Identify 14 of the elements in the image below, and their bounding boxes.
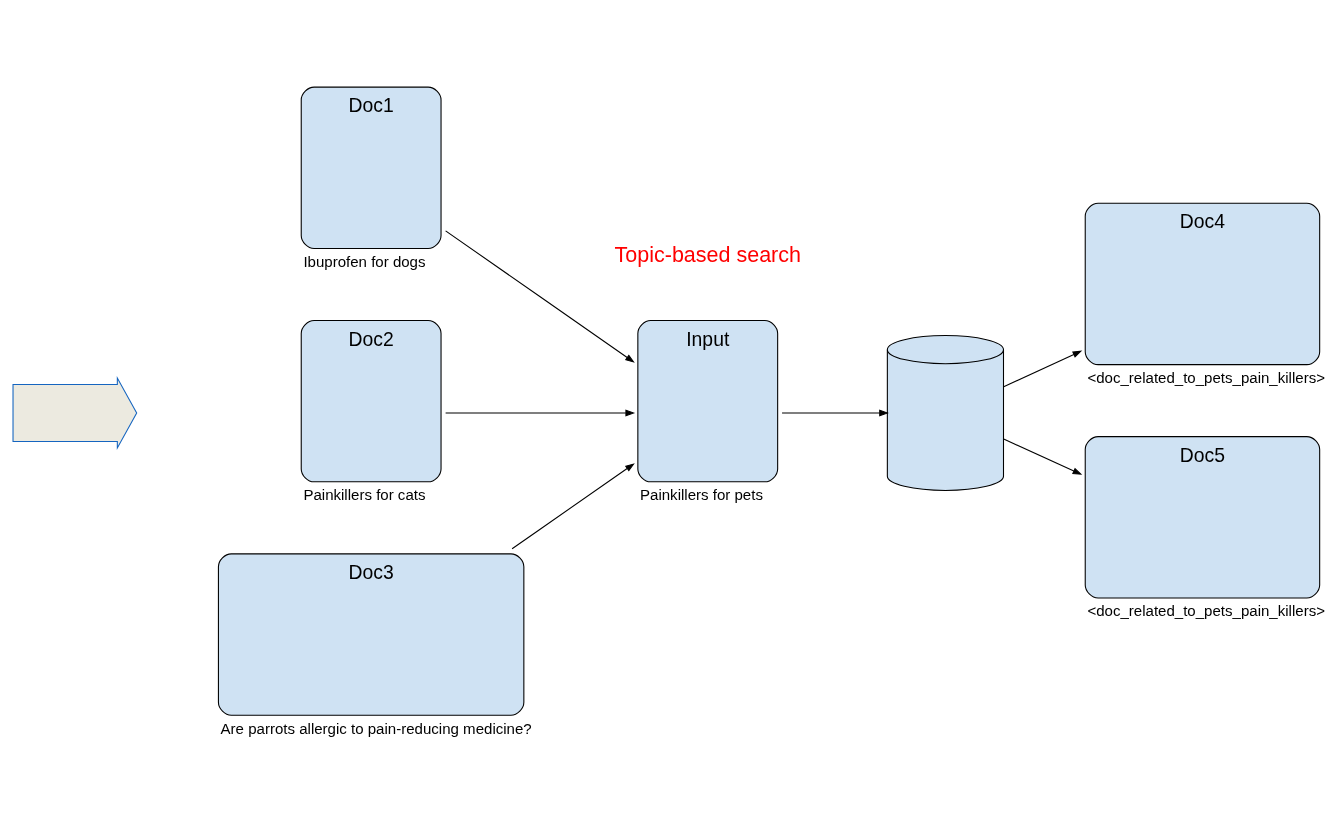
node-label: Ibuprofen for dogs (303, 252, 426, 270)
node-label: <doc_related_to_pets_pain_killers> (1087, 601, 1325, 619)
node-label: Painkillers for cats (303, 485, 426, 503)
label: Topic-based search (614, 242, 801, 267)
arrow (1003, 438, 1083, 475)
arrow (445, 229, 635, 363)
node-arrow (12, 375, 138, 450)
node-label: Are parrots allergic to pain-reducing medicine? (220, 719, 532, 737)
node-label: <doc_related_to_pets_pain_killers> (1087, 368, 1325, 386)
arrow (1003, 350, 1083, 387)
arrow (445, 409, 636, 416)
arrow (511, 462, 635, 549)
node-label: Painkillers for pets (640, 485, 763, 503)
arrow (781, 409, 889, 416)
